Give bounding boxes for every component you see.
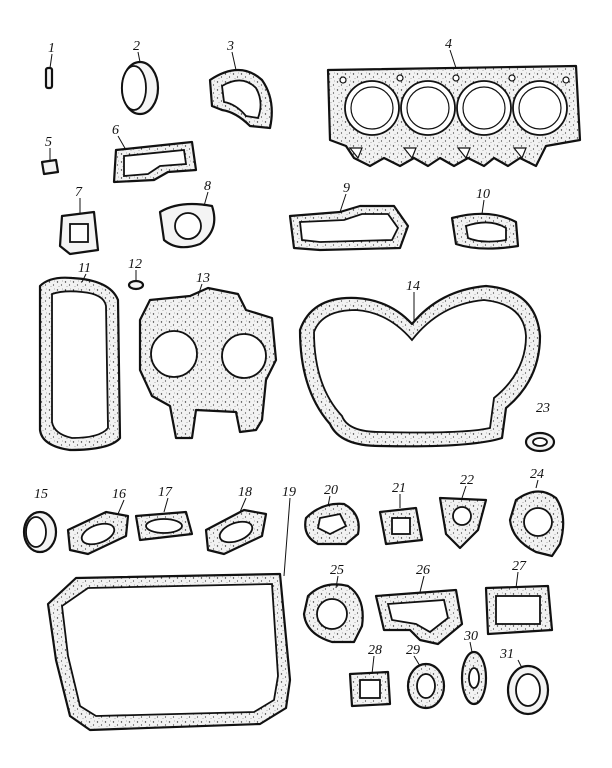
- part-7-gasket: [58, 210, 100, 256]
- label-3: 3: [226, 39, 234, 54]
- part-31-seal: [506, 664, 550, 716]
- part-4-head-gasket: [326, 64, 582, 168]
- part-26-gasket: [374, 588, 464, 646]
- part-13-timing-cover-gasket: [138, 286, 278, 440]
- label-27: 27: [512, 559, 527, 574]
- label-4: 4: [445, 37, 452, 52]
- part-19-oil-pan-gasket: [46, 572, 292, 732]
- label-16: 16: [112, 487, 126, 502]
- part-29-gasket: [406, 662, 446, 710]
- part-27-gasket: [484, 584, 554, 636]
- label-29: 29: [406, 643, 420, 658]
- label-25: 25: [330, 563, 344, 578]
- label-15: 15: [34, 487, 48, 502]
- label-6: 6: [112, 123, 119, 138]
- part-21-gasket: [378, 506, 424, 546]
- label-14: 14: [406, 279, 420, 294]
- label-8: 8: [204, 179, 211, 194]
- label-20: 20: [324, 483, 338, 498]
- part-10-gasket: [450, 212, 520, 250]
- part-23-washer: [524, 431, 556, 453]
- part-14-cover-gasket: [298, 284, 542, 448]
- leader-lines: [49, 49, 539, 675]
- part-12-washer: [127, 279, 145, 291]
- label-19: 19: [282, 485, 296, 500]
- part-5-cap: [40, 158, 60, 176]
- part-number-labels: 1 2 3 4 5 6 7 8 9 10 11 12 13 14 15 16 1…: [34, 37, 550, 662]
- part-28-gasket: [348, 670, 392, 708]
- label-12: 12: [128, 257, 142, 272]
- label-5: 5: [45, 135, 52, 150]
- label-23: 23: [536, 401, 550, 416]
- part-9-gasket: [288, 204, 410, 252]
- part-22-gasket: [438, 496, 488, 550]
- label-1: 1: [48, 41, 55, 56]
- label-24: 24: [530, 467, 544, 482]
- label-22: 22: [460, 473, 474, 488]
- part-8-flange-gasket: [158, 202, 216, 249]
- label-2: 2: [133, 39, 140, 54]
- part-16-gasket: [66, 510, 130, 556]
- label-21: 21: [392, 481, 406, 496]
- label-10: 10: [476, 187, 490, 202]
- part-2-seal-ring: [120, 60, 160, 116]
- label-26: 26: [416, 563, 430, 578]
- label-11: 11: [78, 261, 91, 276]
- label-7: 7: [75, 185, 83, 200]
- part-25-gasket: [302, 583, 364, 644]
- part-6-gasket: [112, 140, 198, 184]
- part-18-gasket: [204, 508, 268, 556]
- label-9: 9: [343, 181, 350, 196]
- label-31: 31: [499, 647, 514, 662]
- part-11-rocker-cover-gasket: [38, 276, 122, 452]
- part-1-dowel-pin: [44, 66, 54, 90]
- part-17-gasket: [134, 510, 194, 542]
- label-17: 17: [158, 485, 173, 500]
- part-24-gasket: [508, 490, 565, 558]
- part-15-oil-seal: [22, 510, 58, 554]
- part-3-gasket: [208, 68, 273, 130]
- part-30-gasket: [460, 650, 488, 706]
- label-13: 13: [196, 271, 210, 286]
- part-20-gasket: [304, 502, 360, 546]
- label-30: 30: [463, 629, 478, 644]
- label-18: 18: [238, 485, 252, 500]
- label-28: 28: [368, 643, 382, 658]
